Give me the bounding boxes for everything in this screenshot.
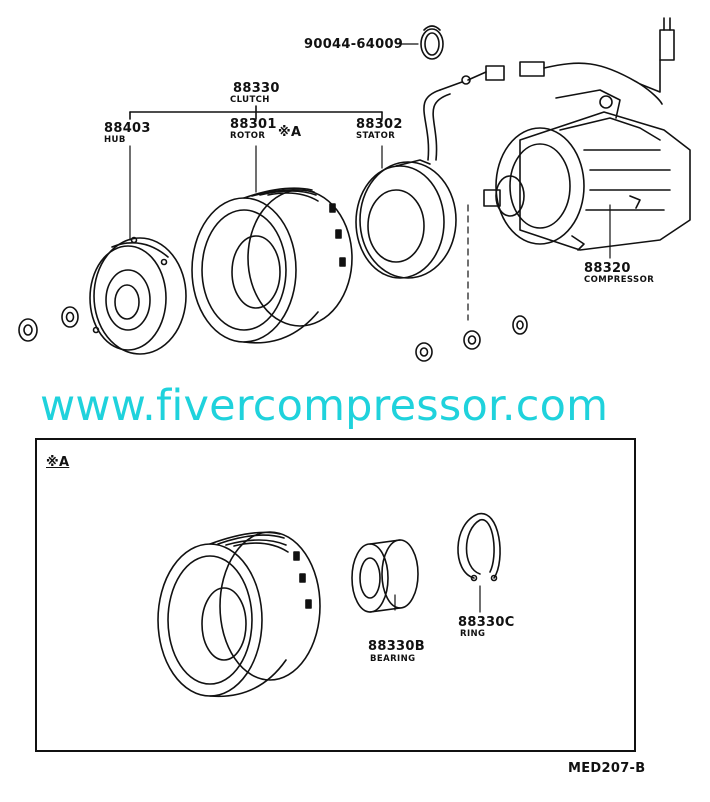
rotor-part-number: 88301 [230, 117, 277, 132]
small-nuts [415, 315, 528, 362]
compressor-drawing [483, 89, 691, 251]
hub-nut-washer [18, 306, 79, 342]
ring-part-number: 88330C [458, 615, 515, 630]
bearing-part-name: BEARING [370, 654, 416, 664]
bearing-part-number: 88330B [368, 639, 425, 654]
stator-part-number: 88302 [356, 117, 403, 132]
ring-part-name: RING [460, 629, 486, 639]
detail-a-title: ※A [46, 455, 70, 470]
stator-part-name: STATOR [356, 131, 396, 141]
compressor-part-name: COMPRESSOR [584, 275, 655, 285]
detail-a-frame [35, 438, 636, 752]
clamp-part-number: 90044-64009 [304, 37, 404, 52]
detail-ring-drawing [457, 513, 501, 582]
rotor-part-name: ROTOR [230, 131, 266, 141]
clutch-part-number: 88330 [233, 81, 280, 96]
stator-drawing [355, 75, 471, 279]
rotor-drawing [191, 187, 353, 344]
wiring-harness [467, 17, 675, 105]
diagram-code: MED207-B [568, 761, 646, 776]
detail-pulley-drawing [157, 531, 321, 698]
hub-drawing [89, 236, 187, 355]
detail-bearing-drawing [351, 539, 419, 613]
compressor-part-number: 88320 [584, 261, 631, 276]
website-watermark: www.fivercompressor.com [40, 381, 609, 431]
rotor-detail-ref: ※A [278, 125, 302, 140]
clutch-bracket [129, 105, 383, 120]
hub-part-number: 88403 [104, 121, 151, 136]
clutch-part-name: CLUTCH [230, 95, 270, 105]
hose-clamp [420, 25, 444, 60]
hub-part-name: HUB [104, 135, 126, 145]
